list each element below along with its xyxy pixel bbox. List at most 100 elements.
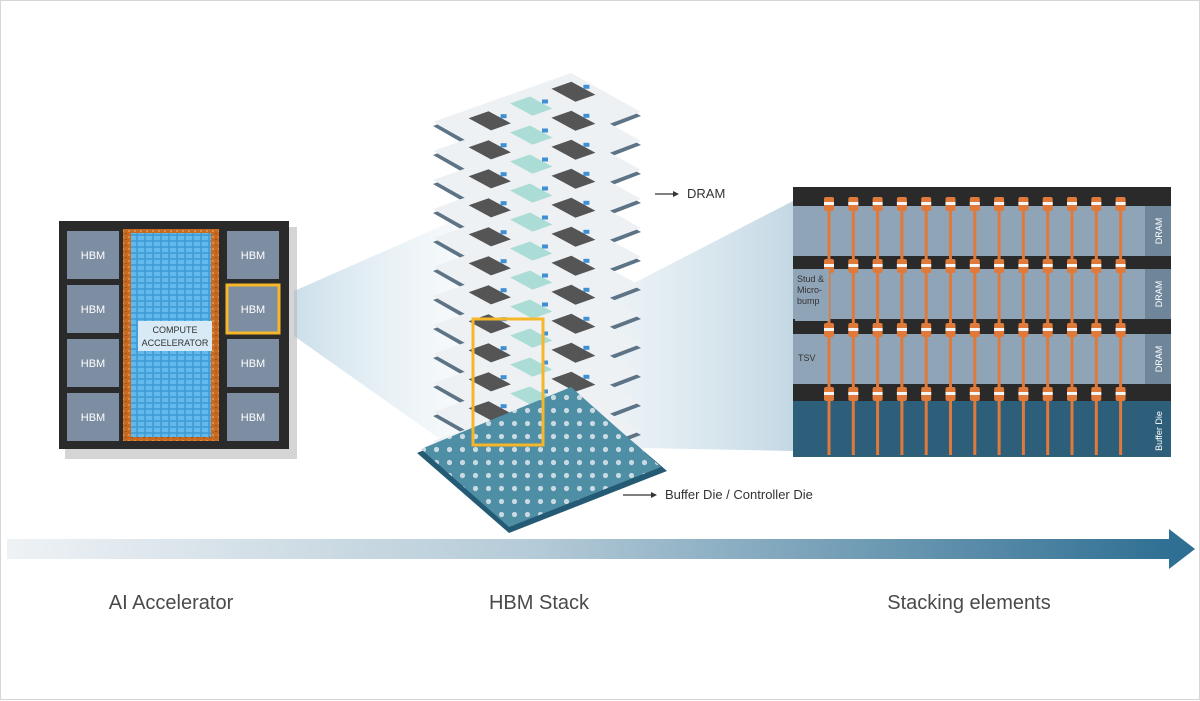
stud-band (945, 264, 956, 267)
stud-band (824, 202, 834, 205)
tsv-array (824, 197, 1126, 455)
dram-side-tag-2 (1145, 269, 1171, 319)
stud-band (824, 264, 834, 267)
hbm-tile-l3: HBM (67, 339, 119, 387)
stud-band (969, 328, 980, 331)
right-arrow-icon (1169, 529, 1195, 569)
hbm-tile-r2-highlighted: HBM (225, 283, 281, 335)
stud-band (994, 202, 1005, 205)
right-arrow-icon (651, 492, 657, 498)
stud-band (1042, 202, 1053, 205)
stud-band (848, 202, 859, 205)
stud-band (1018, 264, 1029, 267)
dram-side-tag-3 (1145, 334, 1171, 384)
dram-layer-3 (793, 334, 1171, 384)
hbm-stack (417, 73, 667, 533)
stud-band (921, 392, 932, 395)
core-label-line1: COMPUTE (153, 325, 198, 335)
progress-arrow (7, 529, 1195, 569)
stud-band (1018, 202, 1029, 205)
buffer-die-layer (793, 401, 1171, 457)
stud-band (1042, 328, 1053, 331)
core-label-box (138, 321, 212, 351)
zoom-beam-left (294, 221, 471, 461)
svg-text:HBM: HBM (241, 412, 265, 424)
stud-band (1067, 202, 1077, 205)
stud-band (994, 392, 1005, 395)
caption-stacking-elements: Stacking elements (887, 592, 1050, 614)
dram-side-tag-1 (1145, 206, 1171, 256)
svg-text:HBM: HBM (241, 358, 265, 370)
stud-band (848, 392, 859, 395)
stud-band (896, 202, 907, 205)
stud-band (1091, 264, 1102, 267)
hbm-tile-r3: HBM (227, 339, 279, 387)
stud-band (1018, 328, 1029, 331)
stud-band (1115, 328, 1126, 331)
hbm-tile-l1: HBM (67, 231, 119, 279)
stud-label-line1: Stud & (797, 274, 824, 284)
stud-band (969, 392, 980, 395)
stacking-detail: DRAM DRAM DRAM Buffer Die Stud & Micro- … (793, 187, 1171, 457)
stud-band (872, 264, 883, 267)
caption-hbm-stack: HBM Stack (489, 592, 590, 614)
stud-band (945, 202, 956, 205)
stud-band (945, 328, 956, 331)
stud-band (994, 264, 1005, 267)
caption-ai-accelerator: AI Accelerator (109, 592, 234, 614)
stud-band (994, 328, 1005, 331)
stud-band (848, 264, 859, 267)
svg-text:HBM: HBM (81, 358, 105, 370)
hbm-tile-l4: HBM (67, 393, 119, 441)
hbm-tile-r1: HBM (227, 231, 279, 279)
stud-band (896, 392, 907, 395)
stud-label-line3: bump (797, 296, 820, 306)
hbm-tile-l2: HBM (67, 285, 119, 333)
svg-text:HBM: HBM (81, 412, 105, 424)
stud-band (824, 328, 834, 331)
dram-layer-2 (793, 269, 1171, 319)
svg-text:HBM: HBM (81, 304, 105, 316)
tsv-label-bg (795, 349, 821, 365)
dram-pointer: DRAM (655, 186, 725, 201)
stud-band (896, 264, 907, 267)
svg-text:HBM: HBM (81, 250, 105, 262)
stud-band (921, 264, 932, 267)
stud-band (848, 328, 859, 331)
ai-accelerator-chip: COMPUTE ACCELERATOR HBM HBM HBM HBM HBM … (59, 221, 297, 459)
stud-band (969, 264, 980, 267)
svg-text:HBM: HBM (241, 250, 265, 262)
stud-band (1091, 328, 1102, 331)
stud-band (872, 392, 883, 395)
stud-band (1091, 392, 1102, 395)
right-arrow-icon (673, 191, 679, 197)
stud-band (1067, 392, 1077, 395)
stud-band (1091, 202, 1102, 205)
side-label-dram-3: DRAM (1154, 346, 1164, 373)
buffer-die-base (417, 387, 667, 533)
tsv-label: TSV (798, 353, 816, 363)
side-label-buffer-die: Buffer Die (1154, 411, 1164, 451)
hbm-tile-r4: HBM (227, 393, 279, 441)
detail-highlight-box (471, 317, 545, 447)
stud-band (1115, 392, 1126, 395)
stud-band (1115, 202, 1126, 205)
stud-band (969, 202, 980, 205)
buffer-die-pointer: Buffer Die / Controller Die (623, 487, 813, 502)
stud-band (872, 202, 883, 205)
stud-band (1067, 264, 1077, 267)
stud-band (824, 392, 834, 395)
stud-label-line2: Micro- (797, 285, 822, 295)
stud-band (1115, 264, 1126, 267)
stud-band (1042, 392, 1053, 395)
stud-band (921, 202, 932, 205)
svg-text:HBM: HBM (241, 304, 265, 316)
stud-label-bg (795, 269, 829, 321)
core-label-line2: ACCELERATOR (142, 338, 209, 348)
dram-label: DRAM (687, 186, 725, 201)
stud-band (1018, 392, 1029, 395)
buffer-die-label: Buffer Die / Controller Die (665, 487, 813, 502)
stud-band (1067, 328, 1077, 331)
